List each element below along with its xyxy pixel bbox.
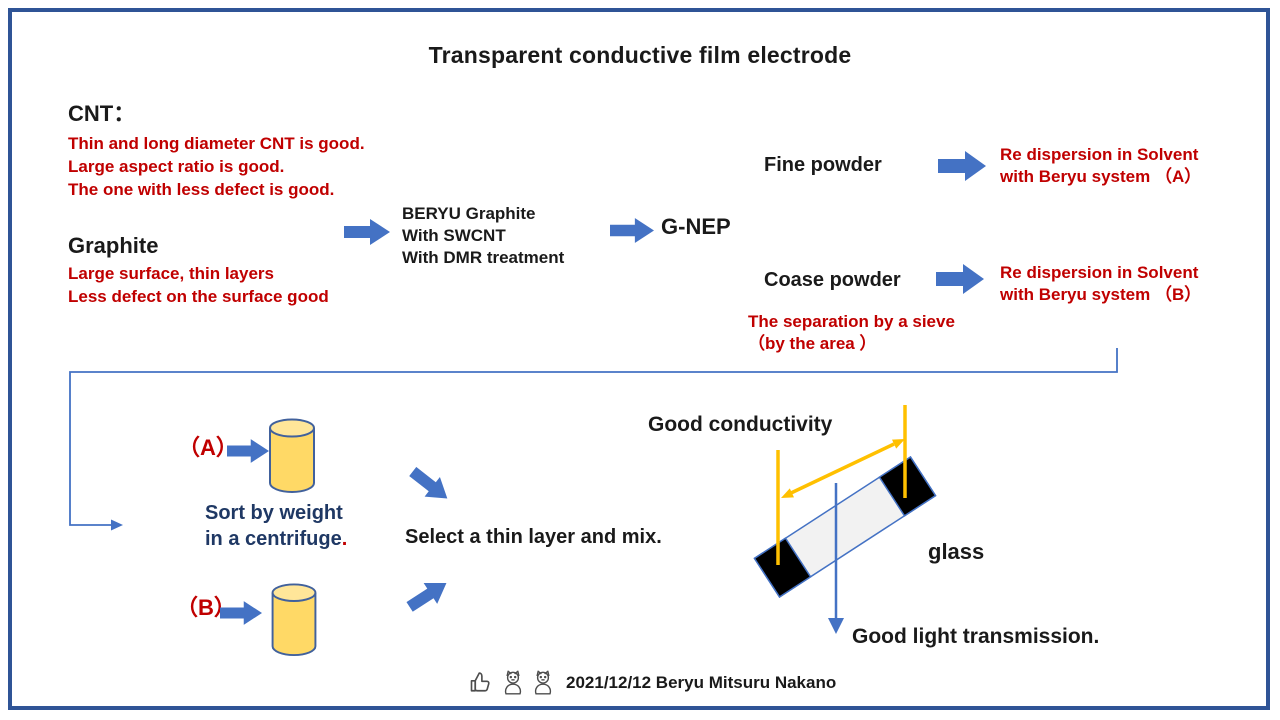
footer-icons <box>468 668 556 696</box>
maneki-neko-icon <box>504 670 522 695</box>
credit-text: 2021/12/12 Beryu Mitsuru Nakano <box>566 673 837 692</box>
centrifuge-caption: Sort by weight in a centrifuge. <box>205 500 347 552</box>
beryu-line: With SWCNT <box>402 226 506 245</box>
slide-title: Transparent conductive film electrode <box>428 42 852 68</box>
arrow-b-to-select-icon <box>406 583 447 612</box>
arrow-a-to-centrifuge-icon <box>227 439 269 463</box>
cnt-notes: Thin and long diameter CNT is good. Larg… <box>68 132 365 201</box>
transmission-label: Good light transmission. <box>852 625 1100 648</box>
sieve-note-line: （by the area ） <box>748 334 877 353</box>
cnt-heading: CNT： <box>68 101 136 126</box>
beryu-treatment-block: BERYU Graphite With SWCNT With DMR treat… <box>402 203 564 269</box>
arrow-graphite-to-beryu-icon <box>344 219 390 245</box>
graphite-note-line: Large surface, thin layers <box>68 264 274 283</box>
sieve-note-line: The separation by a sieve <box>748 312 955 331</box>
conductivity-label: Good conductivity <box>648 413 833 436</box>
arrow-a-to-select-icon <box>409 466 448 499</box>
gnep-label: G-NEP <box>661 214 731 239</box>
centrifuge-vial-b-icon <box>271 583 317 657</box>
graphite-notes: Large surface, thin layers Less defect o… <box>68 262 329 308</box>
centrifuge-vial-a-icon <box>269 418 315 493</box>
coarse-powder-label: Coase powder <box>764 269 901 291</box>
maneki-neko-icon <box>534 670 552 695</box>
coarse-dispersion-line: with Beryu system （B） <box>1000 285 1202 304</box>
cnt-note-line: Thin and long diameter CNT is good. <box>68 134 365 153</box>
select-mix-label: Select a thin layer and mix. <box>405 526 662 548</box>
centrifuge-caption-line: Sort by weight <box>205 502 343 524</box>
coarse-dispersion-line: Re dispersion in Solvent <box>1000 263 1199 282</box>
thumbs-up-icon <box>470 672 490 692</box>
cnt-note-line: The one with less defect is good. <box>68 180 335 199</box>
arrow-beryu-to-gnep-icon <box>610 218 654 243</box>
centrifuge-caption-text: in a centrifuge <box>205 528 342 550</box>
beryu-line: With DMR treatment <box>402 248 565 267</box>
graphite-note-line: Less defect on the surface good <box>68 287 329 306</box>
sieve-note: The separation by a sieve （by the area ） <box>748 311 955 355</box>
arrow-b-to-centrifuge-icon <box>220 601 262 625</box>
fine-dispersion-note: Re dispersion in Solvent with Beryu syst… <box>1000 144 1201 188</box>
coarse-dispersion-note: Re dispersion in Solvent with Beryu syst… <box>1000 262 1201 306</box>
slide-border <box>8 8 1270 710</box>
centrifuge-caption-period: . <box>341 528 348 550</box>
beryu-line: BERYU Graphite <box>402 204 536 223</box>
cnt-note-line: Large aspect ratio is good. <box>68 157 285 176</box>
fine-powder-label: Fine powder <box>764 154 882 176</box>
glass-label: glass <box>928 539 985 564</box>
centrifuge-caption-line: in a centrifuge. <box>205 526 347 552</box>
graphite-heading: Graphite <box>68 233 159 258</box>
arrow-fine-powder-icon <box>938 151 986 181</box>
arrow-coarse-powder-icon <box>936 264 984 294</box>
fine-dispersion-line: with Beryu system （A） <box>1000 167 1202 186</box>
fine-dispersion-line: Re dispersion in Solvent <box>1000 145 1199 164</box>
